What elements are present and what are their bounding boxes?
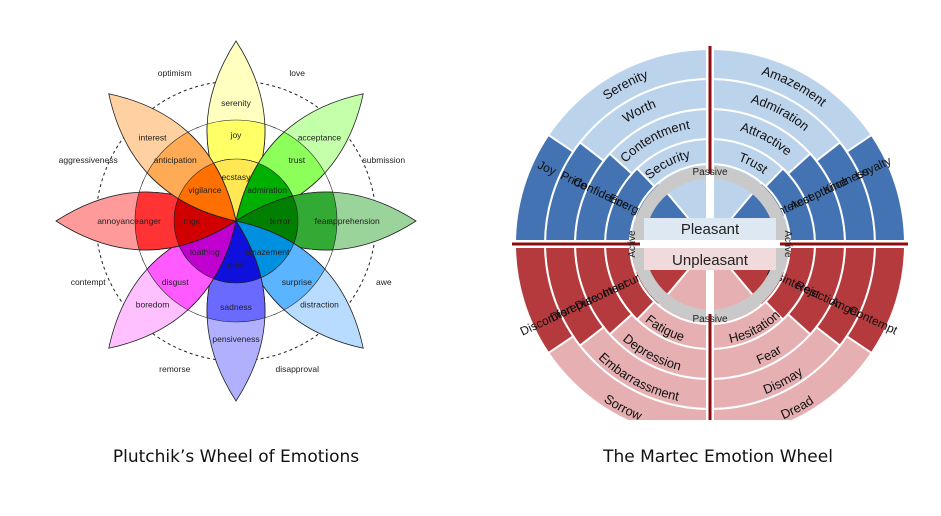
active-right-label: Active xyxy=(782,230,793,258)
emotion-surprise: surprise xyxy=(282,277,313,287)
dyad-disapproval: disapproval xyxy=(275,364,319,374)
pleasant-label: Pleasant xyxy=(681,221,740,238)
emotion-vigilance: vigilance xyxy=(188,185,221,195)
petal-joy xyxy=(195,40,277,222)
unpleasant-dark-right xyxy=(845,243,907,355)
passive-top-label: Passive xyxy=(692,167,727,178)
petal-surprise xyxy=(235,220,364,349)
petal-anticipation xyxy=(108,93,237,222)
dyad-optimism: optimism xyxy=(158,68,192,78)
emotion-terror: terror xyxy=(270,216,290,226)
emotion-interest: interest xyxy=(139,133,168,143)
emotion-distraction: distraction xyxy=(300,299,339,309)
plutchik-caption: Plutchik’s Wheel of Emotions xyxy=(112,447,360,467)
emotion-acceptance: acceptance xyxy=(298,133,342,143)
dyad-awe: awe xyxy=(376,277,392,287)
emotion-trust: trust xyxy=(289,155,306,165)
passive-bottom-label: Passive xyxy=(692,314,727,325)
emotion-ecstasy: ecstasy xyxy=(222,172,252,182)
emotion-pensiveness: pensiveness xyxy=(212,334,259,344)
emotion-admiration: admiration xyxy=(247,185,287,195)
petal-sadness xyxy=(195,220,277,402)
emotion-amazement: amazement xyxy=(245,247,290,257)
petal-fear xyxy=(235,180,417,262)
active-left-label: Active xyxy=(627,230,638,258)
pleasant-band xyxy=(644,218,776,240)
dyad-aggressiveness: aggressiveness xyxy=(59,155,118,165)
emotion-rage: rage xyxy=(183,216,200,226)
horizontal-divider xyxy=(512,240,908,248)
emotion-boredom: boredom xyxy=(136,299,170,309)
emotion-serenity: serenity xyxy=(221,98,252,108)
emotion-anticipation: anticipation xyxy=(154,155,197,165)
pleasant-dark-left xyxy=(513,133,575,245)
emotion-grief: grief xyxy=(228,260,245,270)
plutchik-wheel: serenity joy ecstasy acceptance trust admirat… xyxy=(55,40,417,402)
emotion-loathing: loathing xyxy=(190,247,220,257)
emotion-annoyance: annoyance xyxy=(97,216,139,226)
unpleasant-label: Unpleasant xyxy=(672,252,749,269)
dyad-submission: submission xyxy=(363,155,406,165)
emotion-anger: anger xyxy=(139,216,161,226)
martec-wheel: SerenityWorthContentmentSecurityAmazemen… xyxy=(512,46,908,420)
emotion-sadness: sadness xyxy=(220,302,252,312)
dyad-love: love xyxy=(289,68,305,78)
emotion-disgust: disgust xyxy=(162,277,190,287)
petal-disgust xyxy=(108,220,237,349)
petal-anger xyxy=(55,180,237,262)
emotion-apprehension: apprehension xyxy=(328,216,380,226)
emotion-joy: joy xyxy=(230,130,243,140)
dyad-remorse: remorse xyxy=(159,364,190,374)
martec-caption: The Martec Emotion Wheel xyxy=(603,447,833,467)
dyad-contempt: contempt xyxy=(71,277,107,287)
emotion-fear: fear xyxy=(315,216,330,226)
unpleasant-band xyxy=(644,248,776,270)
